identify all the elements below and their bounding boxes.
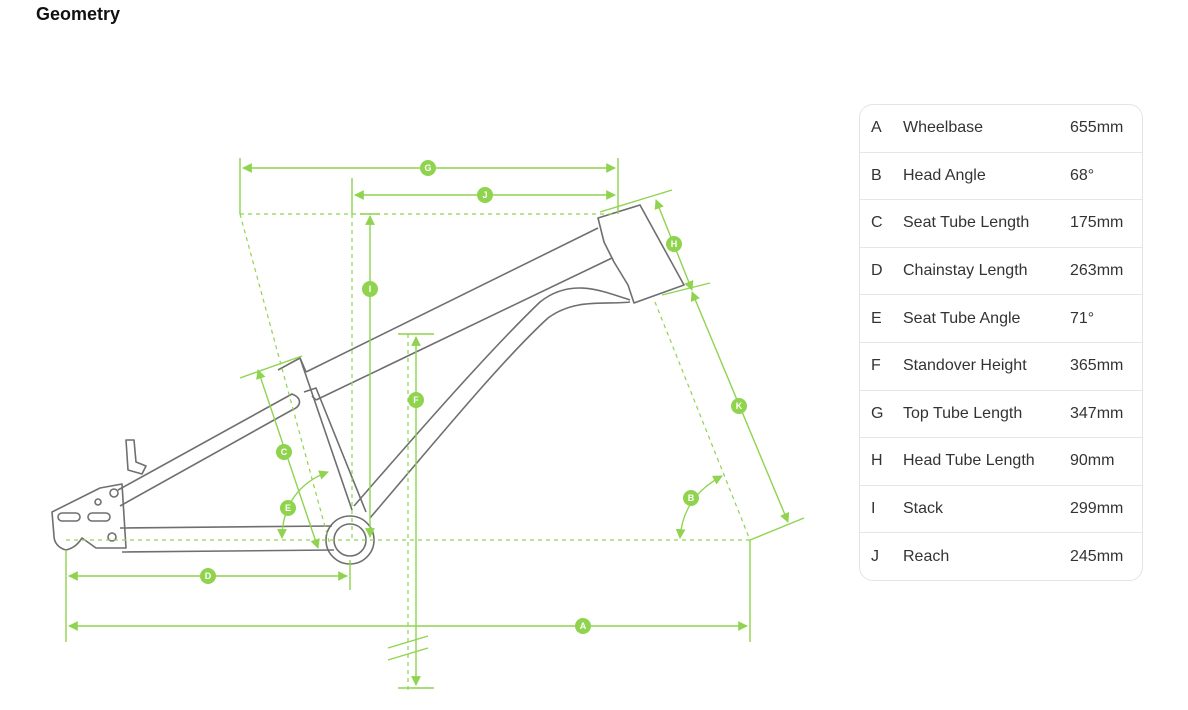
dimension-value: 175mm <box>1070 214 1124 232</box>
svg-text:F: F <box>413 395 419 405</box>
dimension-value: 90mm <box>1070 452 1115 470</box>
dimension-key: E <box>871 309 882 327</box>
badge-e: E <box>280 500 296 516</box>
badge-j: J <box>477 187 493 203</box>
seat-tube <box>277 357 367 513</box>
svg-text:J: J <box>482 190 487 200</box>
reference-lines <box>66 213 751 690</box>
bike-frame <box>51 204 685 565</box>
table-row: F Standover Height 365mm <box>860 343 1142 391</box>
table-row: J Reach 245mm <box>860 533 1142 580</box>
chain-stays <box>119 525 335 553</box>
dimension-value: 655mm <box>1070 119 1124 137</box>
svg-text:H: H <box>671 239 678 249</box>
table-row: B Head Angle 68° <box>860 153 1142 201</box>
dimension-value: 365mm <box>1070 357 1124 375</box>
dimension-name: Head Angle <box>903 166 986 184</box>
table-row: I Stack 299mm <box>860 486 1142 534</box>
table-row: A Wheelbase 655mm <box>860 105 1142 153</box>
svg-text:K: K <box>736 401 743 411</box>
table-row: H Head Tube Length 90mm <box>860 438 1142 486</box>
dimension-name: Wheelbase <box>903 119 984 137</box>
dimension-value: 299mm <box>1070 500 1124 518</box>
dimension-key: D <box>871 262 883 280</box>
table-row: C Seat Tube Length 175mm <box>860 200 1142 248</box>
rear-dropout <box>51 483 127 551</box>
dimension-key: G <box>871 404 884 422</box>
svg-text:D: D <box>205 571 212 581</box>
svg-text:C: C <box>281 447 288 457</box>
dimension-name: Head Tube Length <box>903 452 1035 470</box>
dimension-key: B <box>871 166 882 184</box>
badge-i: I <box>362 281 378 297</box>
dimension-value: 263mm <box>1070 262 1124 280</box>
dimension-value: 71° <box>1070 309 1095 327</box>
dimension-name: Top Tube Length <box>903 404 1023 422</box>
dimension-key: I <box>871 500 876 518</box>
dimension-name: Seat Tube Angle <box>903 309 1021 327</box>
frame-geometry-diagram: G J H I F C E K B D A <box>51 158 805 690</box>
badge-a: A <box>575 618 591 634</box>
badge-d: D <box>200 568 216 584</box>
dimension-value: 245mm <box>1070 547 1124 565</box>
dimension-key: H <box>871 452 883 470</box>
geometry-table: A Wheelbase 655mm B Head Angle 68° C Sea… <box>859 104 1143 581</box>
head-tube <box>597 204 685 304</box>
dimension-value: 347mm <box>1070 404 1124 422</box>
svg-text:I: I <box>369 284 372 294</box>
dimension-key: F <box>871 357 881 375</box>
badge-f: F <box>408 392 424 408</box>
dimension-value: 68° <box>1070 166 1095 184</box>
dimension-name: Reach <box>903 547 950 565</box>
dimension-name: Seat Tube Length <box>903 214 1030 232</box>
svg-text:E: E <box>285 503 291 513</box>
down-tube <box>353 287 631 519</box>
svg-text:G: G <box>424 163 431 173</box>
badge-c: C <box>276 444 292 460</box>
dimension-key: A <box>871 119 882 137</box>
badge-g: G <box>420 160 436 176</box>
dimension-lines <box>65 158 805 689</box>
badge-k: K <box>731 398 747 414</box>
svg-text:A: A <box>580 621 587 631</box>
dimension-name: Chainstay Length <box>903 262 1028 280</box>
table-row: E Seat Tube Angle 71° <box>860 295 1142 343</box>
table-row: D Chainstay Length 263mm <box>860 248 1142 296</box>
dimension-key: C <box>871 214 883 232</box>
table-row: G Top Tube Length 347mm <box>860 391 1142 439</box>
badge-b: B <box>683 490 699 506</box>
dimension-key: J <box>871 547 879 565</box>
badge-h: H <box>666 236 682 252</box>
dimension-name: Stack <box>903 500 944 518</box>
dimension-name: Standover Height <box>903 357 1027 375</box>
page-title: Geometry <box>36 4 121 24</box>
svg-text:B: B <box>688 493 695 503</box>
brake-mount <box>125 439 147 475</box>
